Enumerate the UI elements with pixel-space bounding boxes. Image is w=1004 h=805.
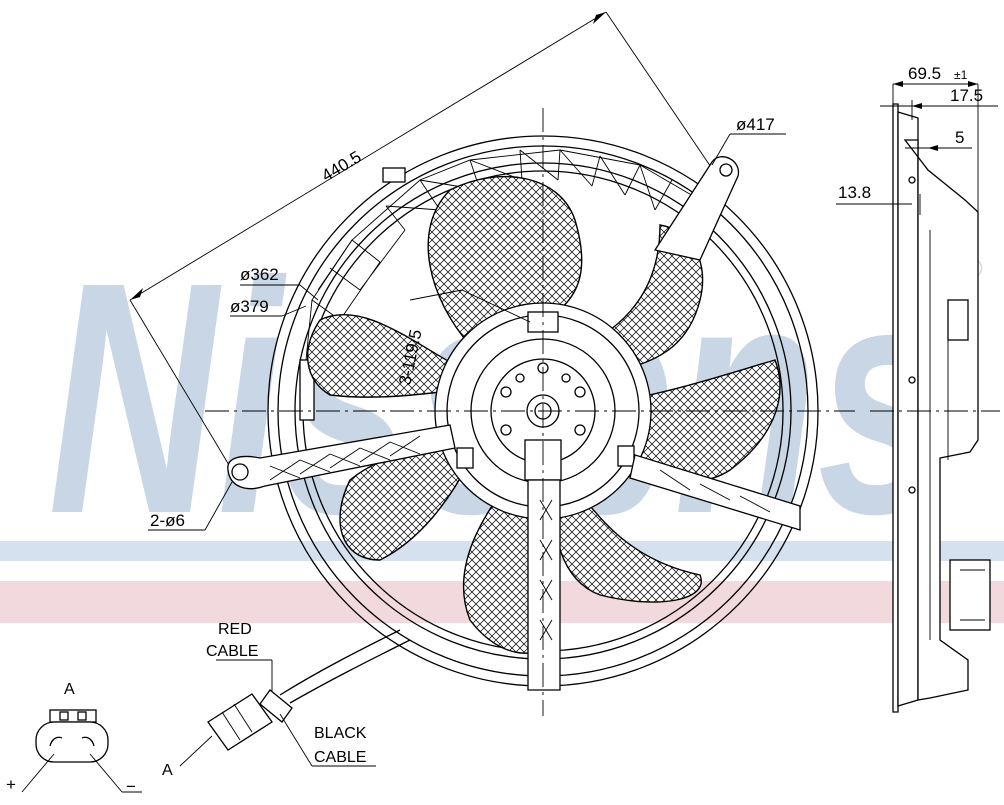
fan-side-view	[836, 81, 1000, 713]
pin-minus-label: −	[126, 777, 136, 796]
depth-front-label: 17.5	[950, 86, 983, 105]
front-view-leaders	[148, 133, 786, 767]
shroud-offset-label: 13.8	[838, 183, 871, 202]
overall-length-label: 440.5	[318, 147, 364, 185]
fan-front-view	[205, 108, 855, 751]
depth-tolerance-label: ±1	[954, 68, 968, 82]
red-cable-label-line2: CABLE	[206, 643, 258, 660]
pin-plus-label: +	[6, 775, 16, 794]
fan-blade	[306, 314, 456, 398]
ring-outer-diameter-label: ø379	[230, 297, 269, 316]
connector-detail: A + −	[6, 681, 142, 796]
connector-view-label: A	[64, 681, 75, 698]
ring-inner-diameter-label: ø362	[240, 265, 279, 284]
fan-diameter-label: ø417	[736, 115, 775, 134]
red-cable-label-line1: RED	[218, 621, 252, 638]
connector-ref-label: A	[162, 762, 173, 779]
depth-total-label: 69.5	[908, 64, 941, 83]
black-cable-label-line2: CABLE	[314, 749, 366, 766]
mount-holes-label: 2-ø6	[150, 511, 185, 530]
black-cable-label-line1: BLACK	[314, 725, 367, 742]
rim-thickness-label: 5	[955, 128, 964, 147]
